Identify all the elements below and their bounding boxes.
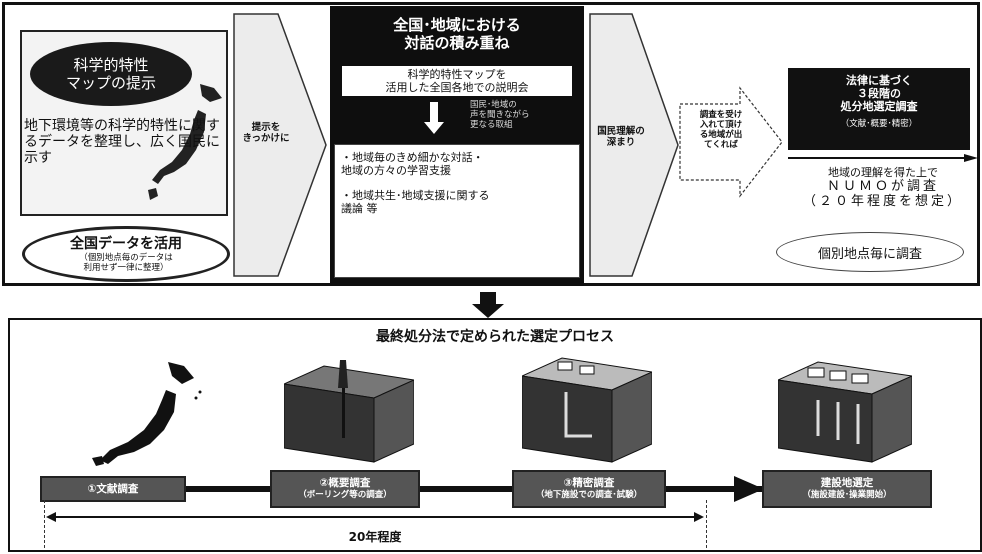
arrow-down-icon (424, 102, 444, 134)
national-data-title: 全国データを活用 (70, 235, 182, 252)
step-literature-survey: ①文献調査 (40, 476, 186, 502)
siting-sub: （文献･概要･精密） (840, 119, 918, 129)
dialogue-title-line2: 対話の積み重ね (404, 34, 510, 52)
siting-line2: ３段階の (857, 87, 901, 100)
step4-line1: 建設地選定 (820, 477, 874, 489)
numo-line3: （２０年程度を想定） (802, 194, 963, 209)
dialogue-title: 全国･地域における 対話の積み重ね (330, 16, 584, 52)
dialogue-bullet-2: ・地域共生･地域支援に関する 議論 等 (341, 189, 490, 215)
arrow1-label: 提示を きっかけに (242, 122, 290, 144)
dialogue-bullets: ・地域毎のきめ細かな対話・ 地域の方々の学習支援 ・地域共生･地域支援に関する … (334, 144, 580, 278)
step3-line2: （地下施設での調査･試験） (535, 490, 643, 500)
scientific-map-oval: 科学的特性 マップの提示 (30, 42, 192, 106)
flow-arrow-2 (588, 12, 680, 278)
siting-line1: 法律に基づく (846, 74, 912, 87)
siting-survey-title: 法律に基づく ３段階の 処分地選定調査 (788, 74, 970, 113)
left-description: 地下環境等の科学的特性に関するデータを整理し、広く国民に示す (24, 118, 220, 166)
dialogue-title-line1: 全国･地域における (393, 16, 521, 34)
underground-facility-icon (522, 357, 652, 463)
chevron-right-icon (589, 13, 679, 277)
briefing-box: 科学的特性マップを 活用した全国各地での説明会 (342, 66, 572, 96)
japan-map-icon (92, 362, 202, 466)
siting-survey-box: 法律に基づく ３段階の 処分地選定調査 （文献･概要･精密） (788, 68, 970, 150)
briefing-line2: 活用した全国各地での説明会 (385, 81, 529, 94)
step-detailed-survey: ③精密調査 （地下施設での調査･試験） (512, 470, 666, 508)
step2-line1: ②概要調査 (319, 477, 371, 489)
span-label: 20年程度 (348, 530, 402, 544)
dialogue-note: 国民･地域の 声を聞きながら 更なる取組 (470, 100, 530, 130)
disposal-facility-icon (778, 361, 912, 463)
chevron-right-icon (233, 13, 327, 277)
step3-line1: ③精密調査 (563, 477, 615, 489)
boring-site-icon (284, 360, 414, 463)
step-general-survey: ②概要調査 （ボーリング等の調査） (270, 470, 420, 508)
step2-line2: （ボーリング等の調査） (298, 490, 392, 500)
numo-survey-text: 地域の理解を得た上で ＮＵＭＯが調査 （２０年程度を想定） (788, 166, 978, 209)
oval-title-line1: 科学的特性 (73, 56, 149, 74)
span-tick-right (706, 500, 708, 548)
process-line (90, 486, 770, 492)
numo-line1: 地域の理解を得た上で (828, 166, 938, 179)
national-data-oval: 全国データを活用 （個別地点毎のデータは 利用せず一律に整理） (22, 226, 230, 282)
process-title: 最終処分法で定められた選定プロセス (376, 329, 614, 345)
oval-title-line2: マップの提示 (65, 74, 156, 92)
dashed-arrow-icon (679, 86, 783, 198)
numo-line2: ＮＵＭＯが調査 (826, 179, 939, 194)
siting-line3: 処分地選定調査 (840, 100, 918, 113)
step4-line2: （施設建設･操業開始） (802, 490, 892, 500)
arrow-right-icon (734, 476, 764, 502)
site-survey-oval: 個別地点毎に調査 (776, 232, 964, 272)
national-data-note1: （個別地点毎のデータは (79, 252, 173, 263)
step-facility-construction: 建設地選定 （施設建設･操業開始） (762, 470, 932, 508)
span-double-arrow (46, 512, 704, 522)
national-data-note2: 利用せず一律に整理） (83, 262, 169, 273)
flow-arrow-1 (232, 12, 328, 278)
dashed-arrow-label: 調査を受け 入れて頂け る地域が出 てくれば (699, 110, 743, 150)
arrow2-label: 国民理解の 深まり (597, 126, 645, 148)
dialogue-bullet-1: ・地域毎のきめ細かな対話・ 地域の方々の学習支援 (341, 151, 484, 177)
step1-line1: ①文献調査 (87, 483, 139, 495)
span-tick-left (44, 500, 46, 548)
big-down-arrow-icon (472, 292, 504, 318)
right-arrow-line (788, 154, 978, 162)
japan-map-icon (148, 84, 222, 200)
briefing-line1: 科学的特性マップを (407, 68, 507, 81)
